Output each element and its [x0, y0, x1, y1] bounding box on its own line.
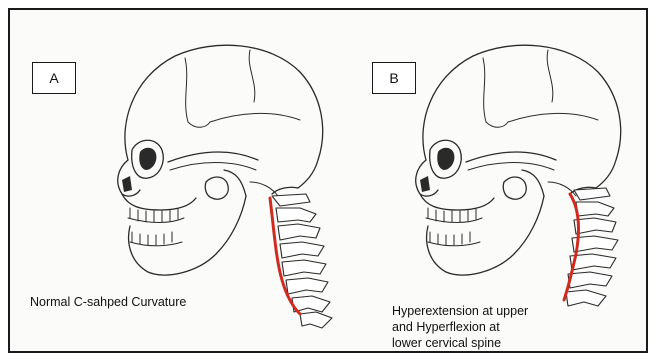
panel-label-b: B	[372, 62, 416, 94]
caption-a-line-1: Normal C-sahped Curvature	[30, 294, 186, 310]
cervical-vertebrae-a	[272, 194, 332, 328]
panel-a: A Normal C-sahped Curvature	[10, 10, 330, 351]
caption-a: Normal C-sahped Curvature	[30, 294, 186, 310]
figure-frame: A Normal C-sahped Curvature	[8, 8, 648, 353]
panel-label-a: A	[32, 62, 76, 94]
caption-b-line-2: and Hyperflexion at	[392, 319, 528, 335]
caption-b-line-1: Hyperextension at upper	[392, 303, 528, 319]
caption-b: Hyperextension at upper and Hyperflexion…	[392, 303, 528, 351]
caption-b-line-3: lower cervical spine	[392, 335, 528, 351]
panel-b: B Hyperextension at upper and Hyperflexi…	[330, 10, 648, 351]
